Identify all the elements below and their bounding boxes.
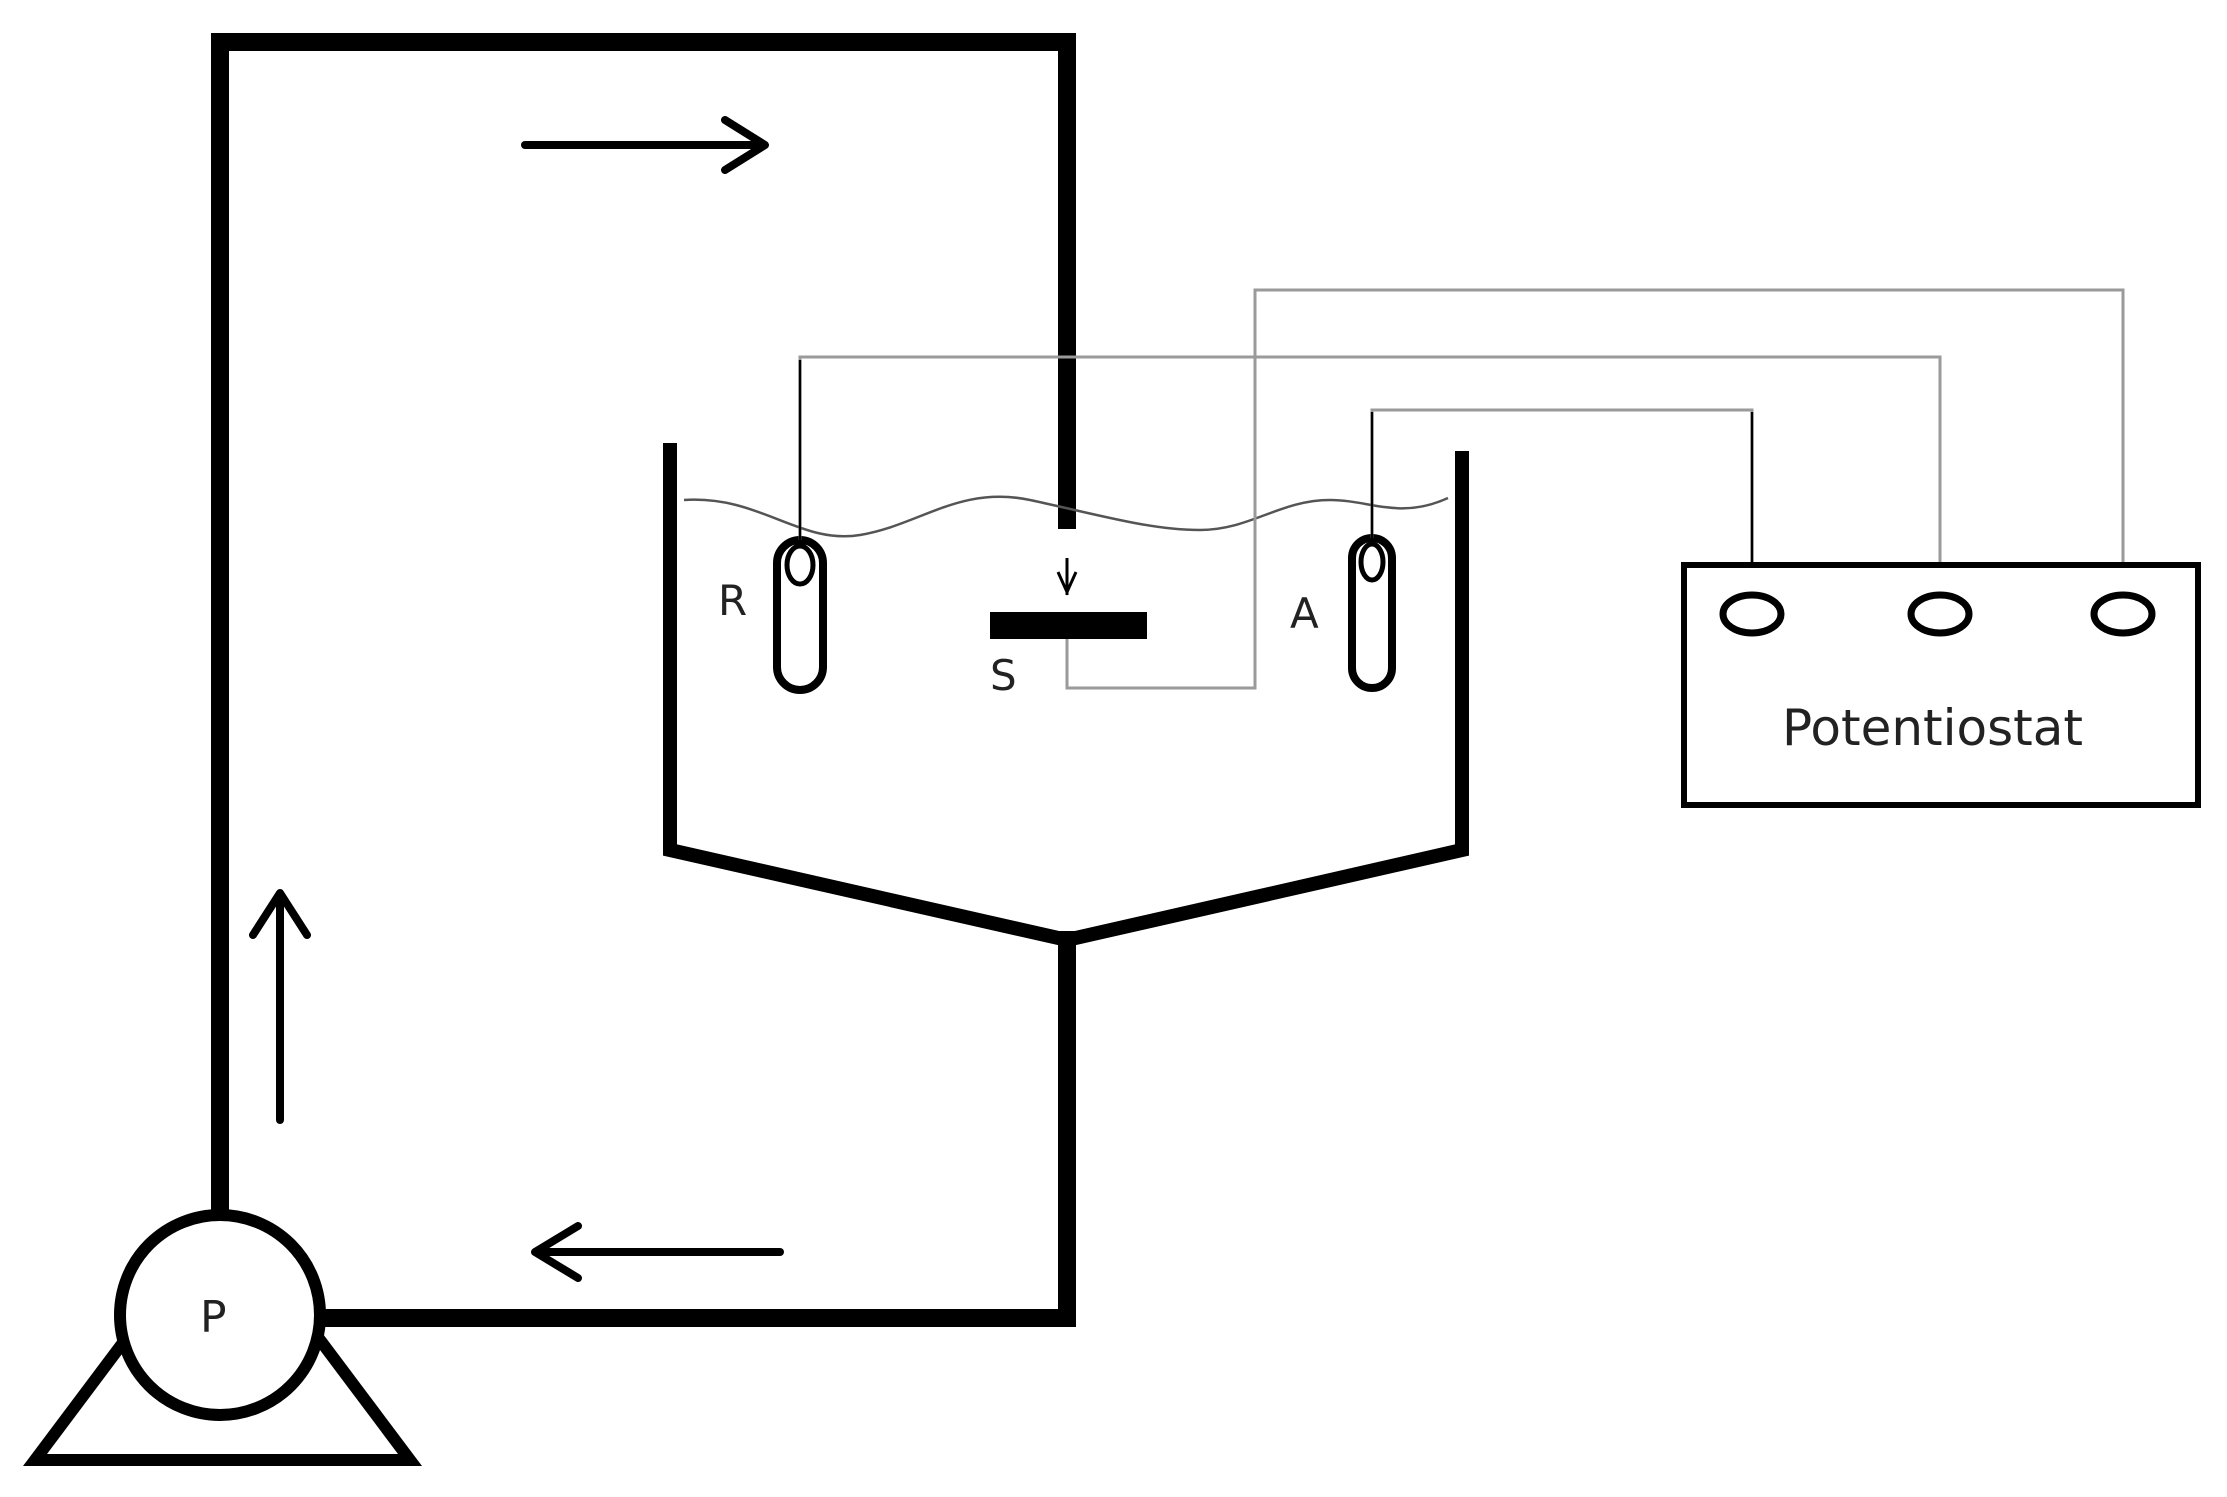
label-reference: R [718, 576, 747, 625]
label-auxiliary: A [1290, 589, 1319, 638]
label-potentiostat: Potentiostat [1782, 699, 2083, 757]
reference-electrode-icon [773, 536, 827, 694]
pipe-left-riser [211, 33, 1076, 1249]
label-sample: S [990, 651, 1017, 700]
terminal-2-icon [1907, 591, 1973, 637]
flow-arrow-up [249, 889, 311, 1124]
terminal-3-icon [2090, 591, 2156, 637]
flow-arrow-left [531, 1222, 784, 1282]
sample-plate [990, 612, 1147, 639]
pump-icon [23, 1209, 422, 1466]
electrolyte-surface [683, 495, 1449, 538]
auxiliary-electrode-icon [1348, 534, 1396, 692]
wire-sample [1065, 288, 2125, 690]
label-pump: P [200, 1292, 227, 1343]
pipe-return-line [311, 931, 1076, 1327]
cell-vessel [663, 443, 1469, 948]
nozzle-tip-icon [1056, 558, 1078, 596]
flow-arrow-right [521, 116, 769, 174]
terminal-1-icon [1719, 591, 1785, 637]
